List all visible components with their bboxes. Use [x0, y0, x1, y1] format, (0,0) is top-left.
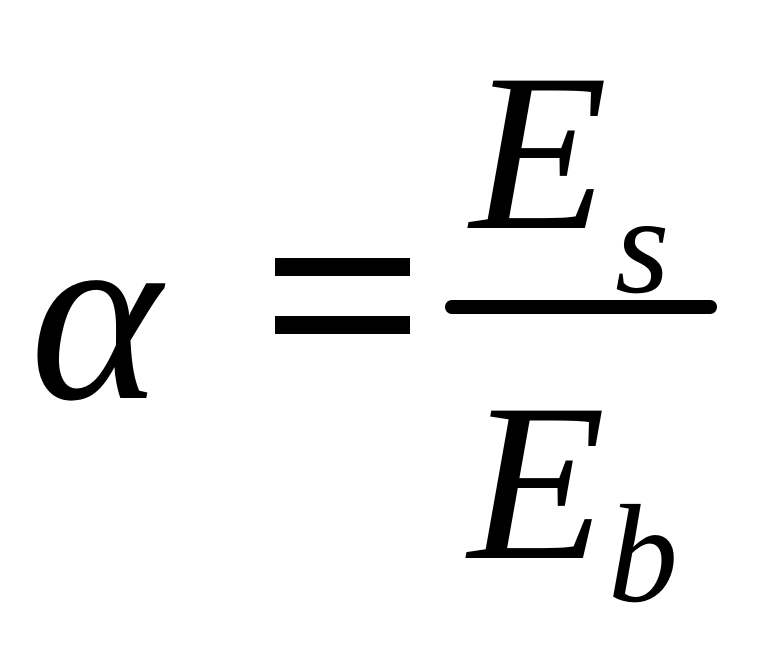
equals-sign-top-bar	[275, 258, 410, 276]
alpha-symbol: α	[30, 176, 162, 453]
numerator-symbol: E	[470, 27, 608, 277]
fraction-bar	[445, 300, 717, 314]
denominator-subscript: b	[608, 477, 678, 632]
numerator-subscript: s	[615, 168, 670, 323]
denominator-symbol: E	[468, 357, 606, 607]
equals-sign-bottom-bar	[275, 316, 410, 334]
